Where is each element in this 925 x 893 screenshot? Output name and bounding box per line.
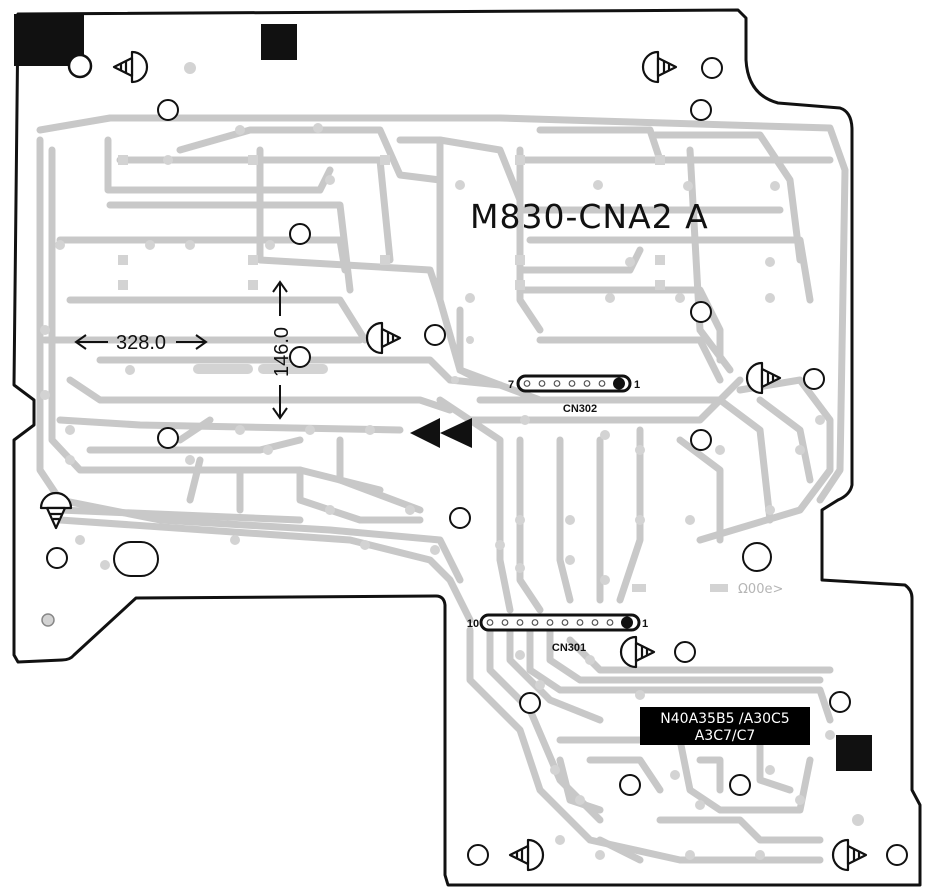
part-number-box <box>640 707 810 745</box>
fast-rewind-icon <box>410 418 472 448</box>
cn301-label: CN301 <box>552 642 586 654</box>
mounting-hole-icon <box>701 57 723 79</box>
mounting-holes <box>46 57 908 866</box>
direction-arrow-icon <box>39 491 73 530</box>
dimension-horizontal <box>74 334 208 350</box>
mounting-hole-icon <box>289 346 311 368</box>
mounting-hole-icon <box>519 692 541 714</box>
mounting-hole-icon <box>289 223 311 245</box>
oval-hole <box>113 541 159 577</box>
mounting-hole-icon <box>467 844 489 866</box>
connector-cn301 <box>479 613 641 632</box>
direction-arrow-icon <box>831 838 868 872</box>
fiducial-top <box>261 24 297 60</box>
mounting-hole-icon <box>424 324 446 346</box>
cn301-pin-end: 1 <box>642 618 648 630</box>
mounting-hole-icon <box>674 641 696 663</box>
mounting-hole-icon <box>690 99 712 121</box>
dimension-horizontal-label: 328.0 <box>116 332 166 354</box>
mounting-hole-icon <box>886 844 908 866</box>
cn302-label: CN302 <box>563 403 597 415</box>
fiducial-bottom <box>836 735 872 771</box>
cn302-pin-end: 1 <box>634 379 640 391</box>
trace-layer <box>36 114 849 864</box>
mounting-hole-icon <box>67 53 93 79</box>
mounting-hole-icon <box>690 429 712 451</box>
mounting-hole-icon <box>157 99 179 121</box>
direction-arrow-icon <box>641 50 678 84</box>
board-title: M830-CNA2 A <box>470 197 709 236</box>
cn301-pin-start: 10 <box>467 618 479 630</box>
part-number-line1: N40A35B5 /A30C5 <box>660 711 789 727</box>
pad-layer <box>40 62 864 860</box>
board-outline <box>12 8 922 887</box>
mounting-hole-icon <box>729 774 751 796</box>
mounting-hole-icon <box>449 507 471 529</box>
mounting-hole-icon <box>803 368 825 390</box>
direction-arrows <box>39 50 868 872</box>
mounting-hole-icon <box>742 542 772 572</box>
direction-arrow-icon <box>508 838 545 872</box>
cn302-pin-start: 7 <box>508 379 514 391</box>
mounting-hole-icon <box>157 427 179 449</box>
connector-cn302 <box>516 374 632 393</box>
dimension-vertical-label: 146.0 <box>271 327 293 377</box>
dimension-vertical <box>272 280 288 420</box>
direction-arrow-icon <box>365 321 402 355</box>
mounting-hole-icon <box>829 691 851 713</box>
part-number-line2: A3C7/C7 <box>695 728 756 744</box>
small-via <box>41 613 55 627</box>
silk-mark: Ω00e> <box>738 582 783 597</box>
direction-arrow-icon <box>112 50 149 84</box>
mounting-hole-icon <box>46 547 68 569</box>
direction-arrow-icon <box>619 635 656 669</box>
direction-arrow-icon <box>745 361 782 395</box>
mounting-hole-icon <box>619 774 641 796</box>
mounting-hole-icon <box>690 301 712 323</box>
